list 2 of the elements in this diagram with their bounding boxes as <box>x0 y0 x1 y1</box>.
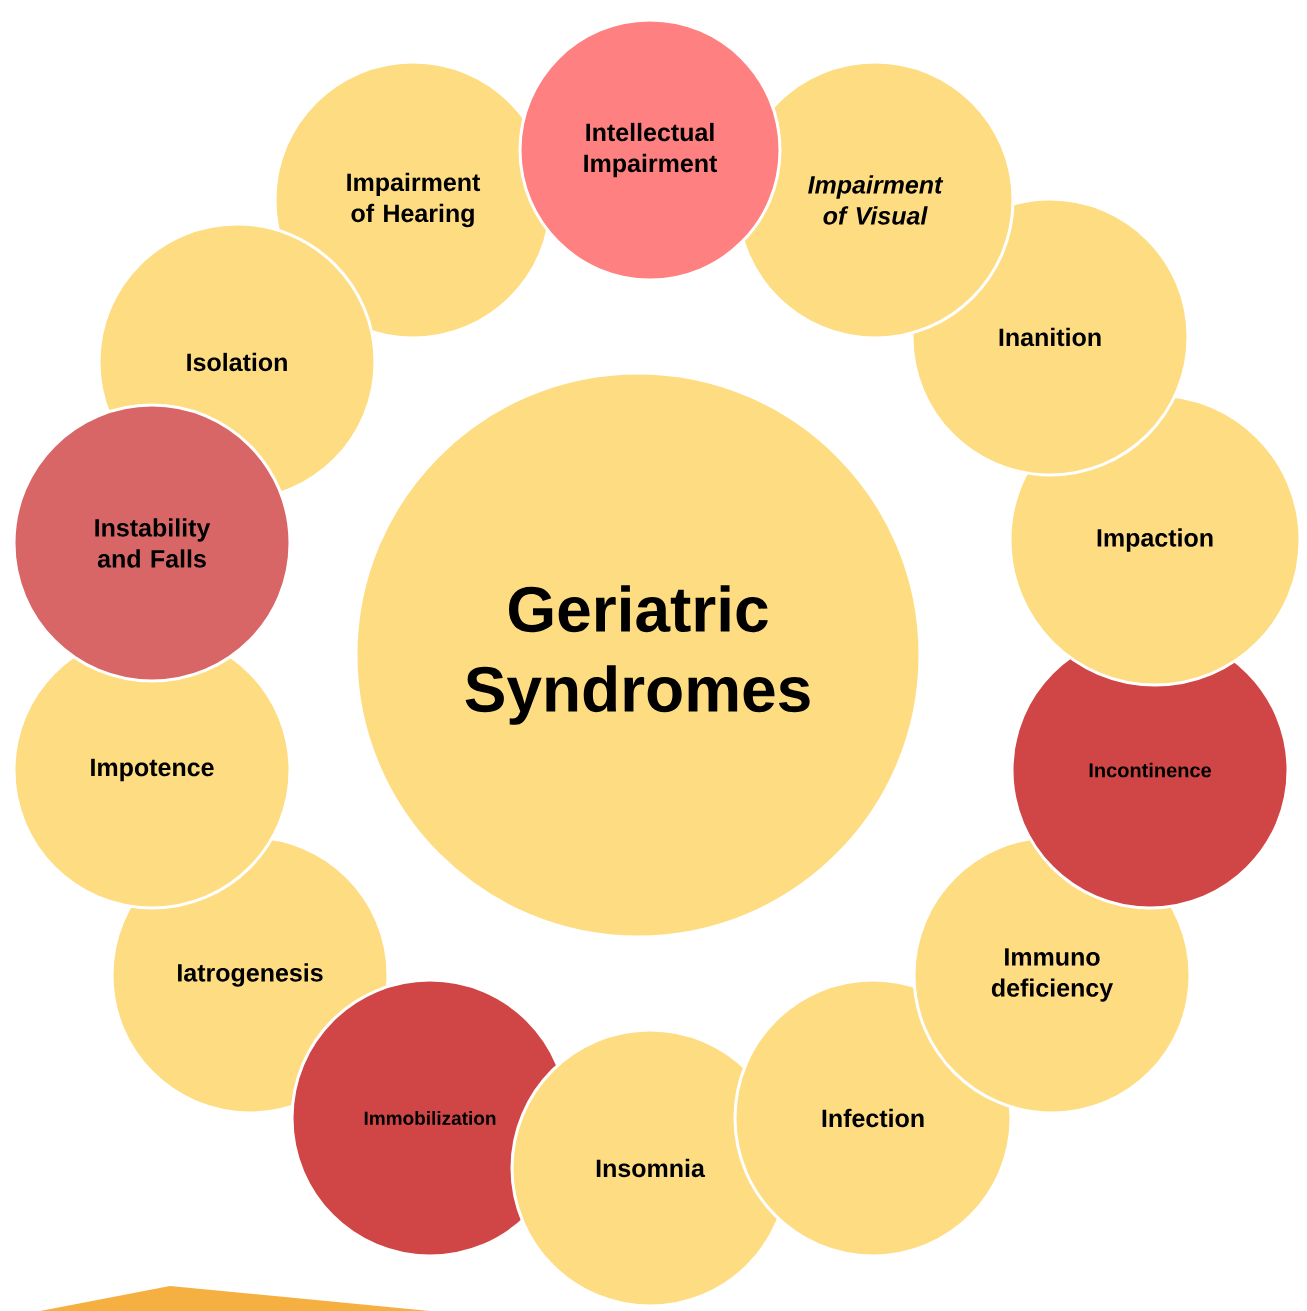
node-label: Insomnia <box>596 1158 706 1178</box>
node-label: Impaction <box>1097 528 1213 552</box>
